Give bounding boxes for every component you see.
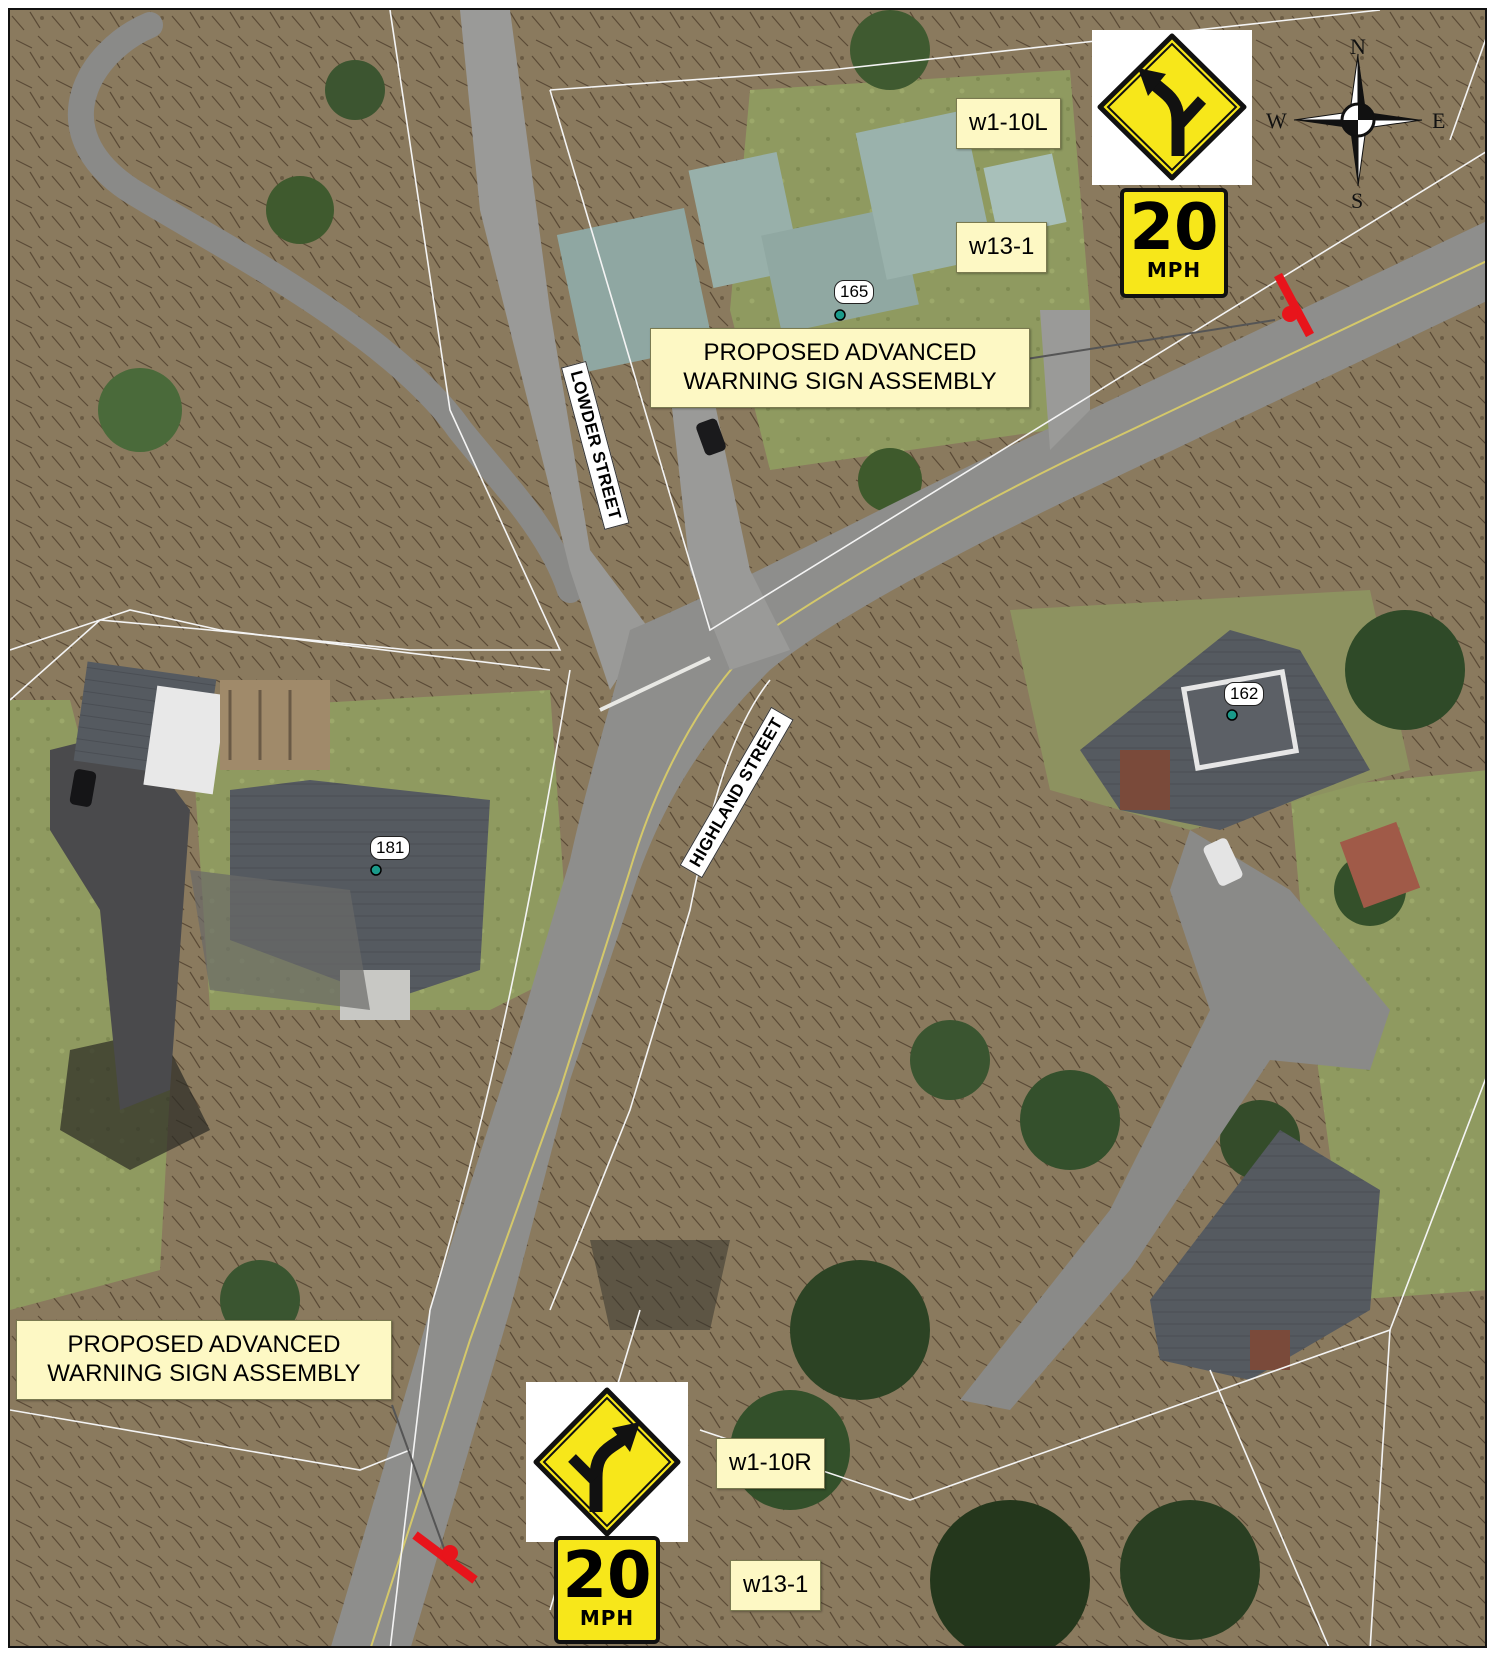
south-callout-leader	[391, 1404, 451, 1566]
sign-code-w1-10r: w1-10R	[716, 1438, 825, 1489]
sign-code-w13-1-south: w13-1	[730, 1560, 822, 1611]
sign-location-marker-icon	[412, 1531, 478, 1584]
sign-location-marker-icon	[1274, 272, 1314, 338]
sign-code-w1-10l: w1-10L	[956, 98, 1061, 149]
parcel-label-162: 162	[1224, 682, 1265, 706]
parcel-dot-181	[370, 864, 382, 876]
highland-street-pavement	[331, 221, 1485, 1646]
curve-right-arrow-icon	[533, 1387, 681, 1537]
speed-plate-number: 20	[1129, 191, 1219, 265]
aerial-imagery	[10, 10, 1485, 1646]
south-speed-plate: 20 MPH	[554, 1536, 660, 1644]
compass-rose-icon	[1293, 53, 1423, 187]
compass-north: N	[1350, 34, 1366, 59]
parcel-dot-162	[1226, 709, 1238, 721]
callout-line: PROPOSED ADVANCED	[703, 339, 977, 366]
north-callout-leader	[1019, 319, 1276, 361]
building-south-east	[1150, 1130, 1380, 1380]
building-162	[1080, 630, 1370, 830]
sign-code-w13-1-north: w13-1	[956, 222, 1048, 273]
parcel-label-181: 181	[370, 836, 411, 860]
callout-line: WARNING SIGN ASSEMBLY	[683, 367, 997, 395]
curve-left-arrow-icon	[1097, 33, 1247, 181]
south-sign-assembly-callout: PROPOSED ADVANCED WARNING SIGN ASSEMBLY	[16, 1320, 392, 1400]
parcel-boundaries	[10, 10, 1485, 1646]
callout-line: PROPOSED ADVANCED	[67, 1331, 341, 1358]
speed-plate-unit: MPH	[1146, 258, 1202, 282]
building-181	[73, 661, 490, 1020]
north-speed-plate: 20 MPH	[1120, 188, 1228, 298]
compass-east: E	[1432, 108, 1446, 133]
compass-rose: N S W E	[1266, 34, 1445, 213]
compass-west: W	[1266, 108, 1287, 133]
map-frame: LOWDER STREET HIGHLAND STREET 165 162 18…	[8, 8, 1487, 1648]
speed-plate-unit: MPH	[579, 1606, 635, 1630]
parcel-label-165: 165	[834, 280, 875, 304]
compass-south: S	[1351, 188, 1364, 213]
north-curve-sign-panel	[1092, 30, 1252, 185]
north-sign-assembly-callout: PROPOSED ADVANCED WARNING SIGN ASSEMBLY	[650, 328, 1030, 408]
south-curve-sign-panel	[526, 1382, 688, 1542]
speed-plate-number: 20	[562, 1539, 652, 1613]
lowder-street-pavement	[460, 10, 650, 690]
parcel-dot-165	[834, 309, 846, 321]
callout-line: WARNING SIGN ASSEMBLY	[47, 1359, 361, 1387]
